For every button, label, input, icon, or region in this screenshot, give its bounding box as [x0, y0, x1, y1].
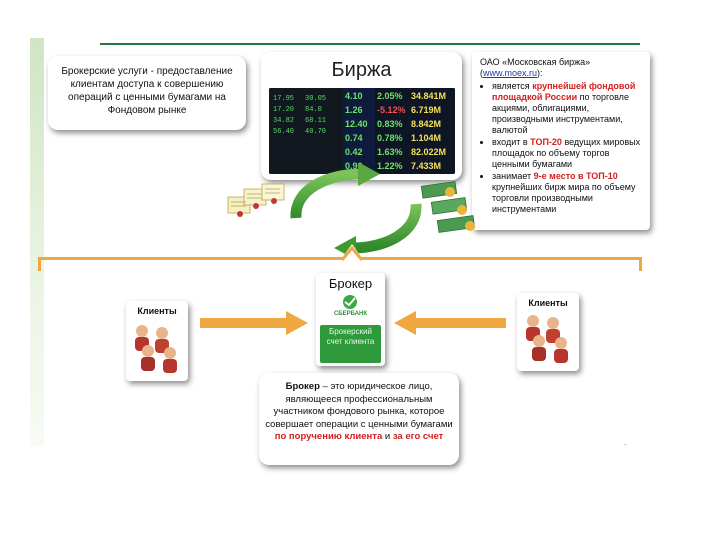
sberbank-logo-icon	[343, 295, 357, 309]
brokerage-services-box: Брокерские услуги - предоставление клиен…	[48, 56, 246, 130]
ticker-value: 0.74	[345, 133, 363, 143]
ticker-value: 1.104M	[411, 133, 441, 143]
moex-fact-1-highlight: крупнейшей фондовой площадкой России	[492, 81, 636, 102]
moex-fact-2-highlight: ТОП-20	[530, 137, 562, 147]
definition-highlight-2: за его счет	[392, 431, 444, 442]
ticker-value: 8.842M	[411, 119, 441, 129]
ticker-value: 12.40	[345, 119, 368, 129]
moex-fact-3: занимает 9-е место в ТОП-10 крупнейших б…	[492, 171, 644, 215]
exchange-title: Биржа	[331, 59, 392, 81]
ticker-value: 0.42	[345, 147, 363, 157]
decorative-dot: -	[624, 440, 627, 449]
moex-fact-1-post: по торговле акциями, облигациями, произв…	[492, 92, 629, 135]
ticker-value: 1.26	[345, 105, 363, 115]
definition-body: – это юридическое лицо, являющееся профе…	[265, 381, 453, 430]
moex-fact-3-pre: занимает	[492, 171, 534, 181]
moex-fact-2-pre: входит в	[492, 137, 531, 147]
exchange-cycle-arrows	[290, 164, 422, 260]
orange-bracket-left-drop	[38, 257, 41, 271]
ticker-value: 4.10	[345, 91, 363, 101]
definition-conjunction: и	[382, 431, 393, 442]
broker-definition-text: Брокер – это юридическое лицо, являющеес…	[265, 381, 453, 444]
arrow-left-clients-to-broker	[200, 311, 308, 335]
moex-fact-3-post: крупнейших бирж мира по объему торговли …	[492, 182, 636, 214]
orange-bracket-center-point	[340, 244, 364, 272]
people-group-icon	[135, 325, 177, 373]
ticker-left-value: 68.11	[305, 117, 326, 125]
ticker-left-value: 34.82	[273, 117, 294, 125]
definition-term: Брокер	[285, 381, 320, 392]
ticker-value: 0.90	[345, 161, 363, 171]
moex-link[interactable]: www.moex.ru	[483, 68, 538, 78]
ticker-value: -5.12%	[377, 105, 406, 115]
ticker-value: 7.433M	[411, 161, 441, 171]
ticker-value: 1.22%	[377, 161, 403, 171]
documents-illustration-icon	[227, 183, 285, 217]
moex-facts-list: является крупнейшей фондовой площадкой Р…	[480, 81, 644, 215]
ticker-value: 0.78%	[377, 133, 403, 143]
ticker-left-value: 84.0	[305, 106, 322, 114]
orange-bracket-line	[38, 257, 642, 260]
decorative-sidebar	[30, 38, 44, 446]
people-group-icon	[526, 315, 568, 363]
ticker-value: 6.719M	[411, 105, 441, 115]
ticker-value: 82.022M	[411, 147, 446, 157]
ticker-value: 0.83%	[377, 119, 403, 129]
ticker-left-value: 17.20	[273, 106, 294, 114]
header-rule	[100, 43, 640, 45]
moex-fact-1: является крупнейшей фондовой площадкой Р…	[492, 81, 644, 136]
bank-name: СБЕРБАНК	[333, 311, 368, 317]
money-illustration-icon	[420, 181, 476, 233]
brokerage-services-text: Брокерские услуги - предоставление клиен…	[61, 66, 233, 116]
clients-right-box: Клиенты	[517, 293, 579, 371]
ticker-left-value: 56.40	[273, 128, 294, 136]
moex-info-box: ОАО «Московская биржа»(www.moex.ru): явл…	[472, 52, 650, 230]
cycle-arrow-upper	[290, 168, 363, 219]
broker-definition-box: Брокер – это юридическое лицо, являющеес…	[259, 373, 459, 465]
clients-right-label: Клиенты	[528, 298, 568, 308]
ticker-value: 34.841M	[411, 91, 446, 101]
ticker-left-value: 17.95	[273, 95, 294, 103]
clients-left-box: Клиенты	[126, 301, 188, 381]
clients-left-label: Клиенты	[137, 306, 177, 316]
arrow-right-clients-to-broker	[394, 311, 506, 335]
definition-highlight-1: по поручению клиента	[274, 431, 383, 442]
broker-box: Брокер СБЕРБАНК Брокерский счет клиента	[316, 273, 385, 366]
moex-fact-2-post: ведущих мировых площадок по объему торго…	[492, 137, 641, 169]
cycle-arrow-lower	[351, 203, 422, 254]
moex-intro-name: ОАО «Московская биржа»	[480, 57, 591, 67]
orange-bracket-right-drop	[639, 257, 642, 271]
ticker-value: 1.63%	[377, 147, 403, 157]
moex-fact-3-highlight: 9-е место в ТОП-10	[533, 171, 618, 181]
brokerage-account-label: Брокерский счет клиента	[320, 325, 381, 363]
broker-title: Брокер	[328, 276, 373, 291]
moex-fact-1-pre: является	[492, 81, 533, 91]
cycle-arrowhead-upper	[358, 164, 380, 186]
ticker-left-value: 30.05	[305, 95, 326, 103]
moex-intro: ОАО «Московская биржа»(www.moex.ru):	[480, 57, 591, 78]
moex-fact-2: входит в ТОП-20 ведущих мировых площадок…	[492, 137, 644, 170]
ticker-value: 2.05%	[377, 91, 403, 101]
exchange-box: Биржа 17.95 30.05 17.20 84.0 34.82 68.11 56.40…	[261, 52, 462, 180]
ticker-left-value: 40.70	[305, 128, 326, 136]
